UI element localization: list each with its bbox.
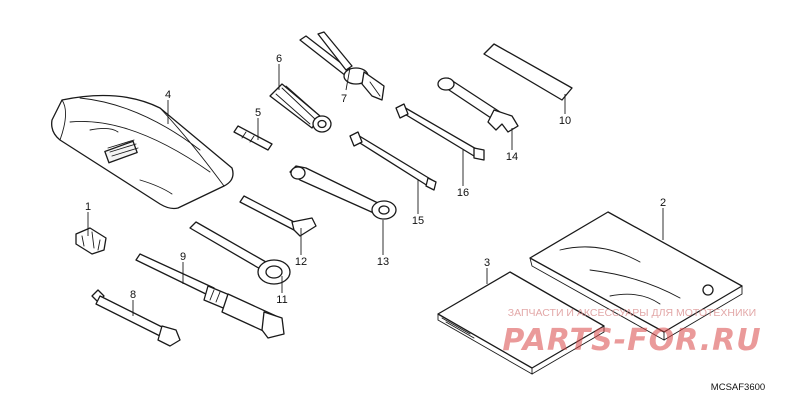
leader-lines (87, 64, 664, 316)
callout-9: 9 (180, 251, 186, 263)
part-16-screwdriver-blade (395, 103, 485, 161)
part-2-document-holder (529, 211, 743, 341)
callout-5: 5 (255, 107, 261, 119)
part-4-tool-bag (51, 94, 234, 210)
callout-14: 14 (506, 151, 518, 163)
part-7-pliers (299, 31, 385, 101)
callout-1: 1 (85, 201, 91, 213)
callout-4: 4 (165, 89, 171, 101)
part-12-hex-key (239, 195, 317, 237)
part-5-insert (233, 125, 273, 151)
part-11-ring-spanner (189, 221, 291, 285)
callout-11: 11 (276, 294, 287, 306)
callout-12: 12 (295, 256, 307, 268)
diagram-code: MCSAF3600 (711, 382, 765, 393)
callout-13: 13 (377, 256, 389, 268)
watermark-brand: PARTS-FOR.RU (502, 323, 761, 358)
callout-7: 7 (341, 93, 347, 105)
part-15-screwdriver-blade (349, 131, 437, 191)
part-13-spanner (289, 165, 397, 220)
callout-10: 10 (559, 115, 571, 127)
part-9-socket-wrench (135, 253, 285, 339)
callout-16: 16 (457, 187, 469, 199)
part-1-clip (75, 227, 107, 255)
watermark-tagline: ЗАПЧАСТИ И АКСЕССУАРЫ ДЛЯ МОТОТЕХНИКИ (508, 307, 756, 319)
callout-15: 15 (412, 215, 424, 227)
part-6-screwdriver-handle (269, 83, 332, 133)
callout-2: 2 (660, 197, 666, 209)
callout-6: 6 (276, 53, 282, 65)
part-8-bolt (91, 289, 181, 347)
callout-8: 8 (130, 289, 136, 301)
part-14-wrench (437, 77, 519, 133)
part-10-strip (483, 43, 573, 101)
part-3-owners-manual (437, 271, 605, 375)
callout-3: 3 (484, 257, 490, 269)
